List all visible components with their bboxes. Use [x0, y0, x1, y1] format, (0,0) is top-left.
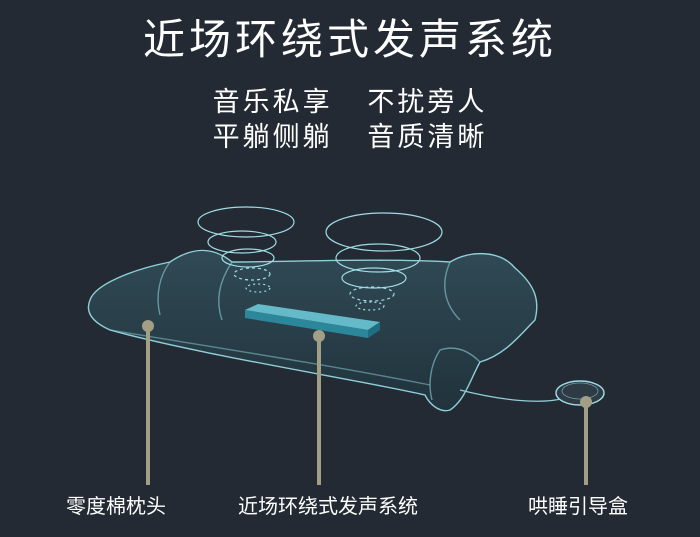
pointer-pillow — [142, 320, 154, 485]
tagline-line-2: 平躺侧躺 音质清晰 — [212, 122, 488, 153]
pointer-speaker — [313, 330, 325, 485]
sleep-guide-box — [555, 380, 605, 406]
callout-label-sleep-box: 哄睡引导盒 — [528, 494, 628, 518]
tagline-line-1: 音乐私享 不扰旁人 — [212, 87, 488, 118]
callout-label-pillow: 零度棉枕头 — [66, 494, 166, 518]
sound-waves-left — [197, 206, 295, 293]
page-title: 近场环绕式发声系统 — [142, 15, 557, 64]
sound-waves-right — [325, 212, 443, 311]
callout-label-sound-system: 近场环绕式发声系统 — [238, 494, 418, 518]
pointer-box — [580, 396, 592, 485]
speaker-bar — [245, 304, 380, 338]
